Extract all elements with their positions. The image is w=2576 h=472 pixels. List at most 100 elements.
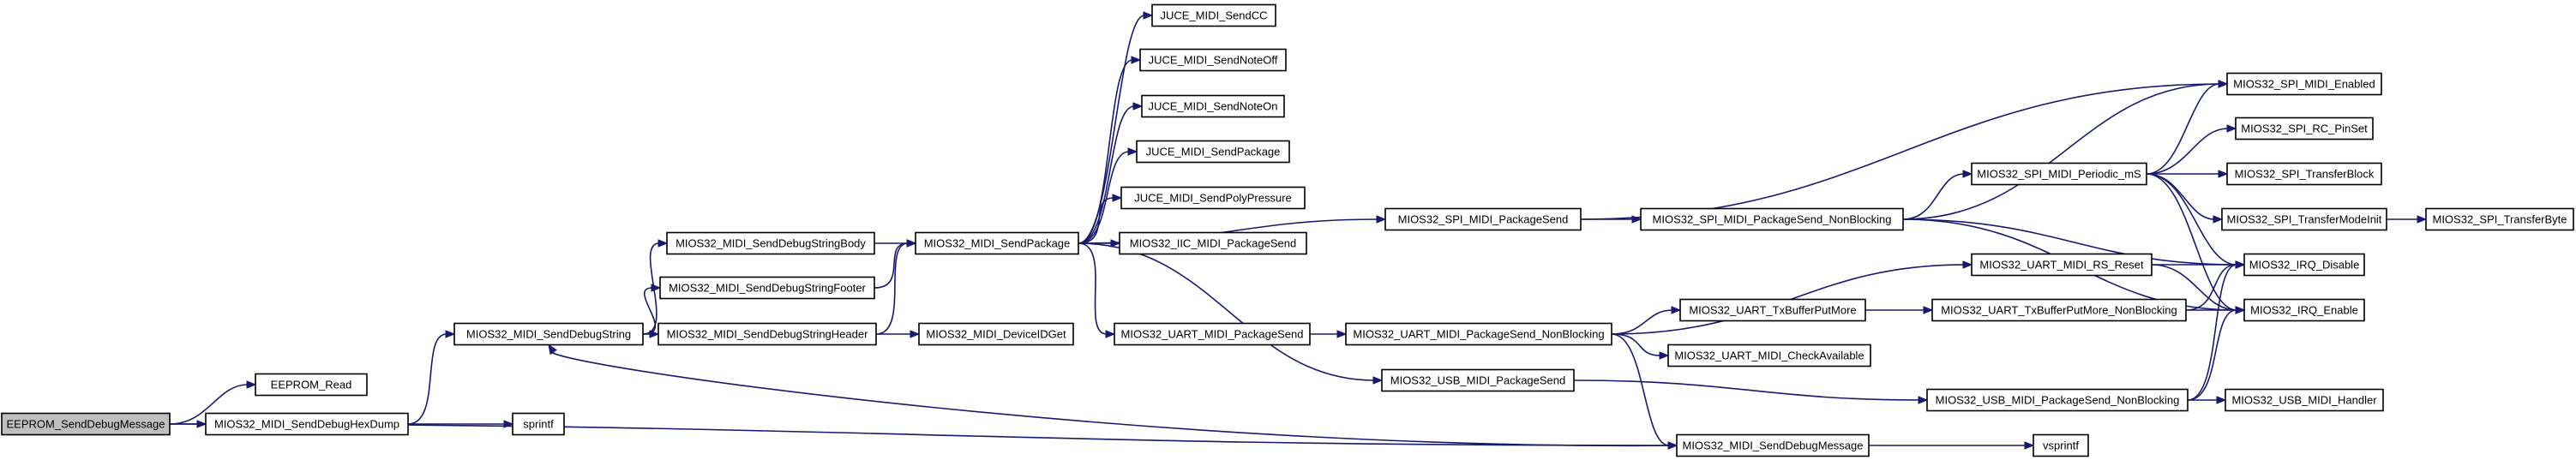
node-label: MIOS32_MIDI_SendDebugHexDump (214, 418, 399, 431)
node-irq-enable[interactable]: MIOS32_IRQ_Enable (2243, 298, 2365, 322)
node-senddebugmessage[interactable]: MIOS32_MIDI_SendDebugMessage (1676, 433, 1870, 457)
node-label: MIOS32_MIDI_SendPackage (924, 237, 1071, 250)
node-juce-sendcc[interactable]: JUCE_MIDI_SendCC (1151, 3, 1276, 27)
node-vsprintf[interactable]: vsprintf (2033, 433, 2089, 457)
node-uart-checkavailable[interactable]: MIOS32_UART_MIDI_CheckAvailable (1667, 344, 1871, 367)
node-box (2226, 162, 2382, 186)
edge-senddebugstringheader-to-sendpackage (875, 242, 909, 335)
node-deviceidget[interactable]: MIOS32_MIDI_DeviceIDGet (918, 322, 1074, 346)
node-uart-packagesend[interactable]: MIOS32_UART_MIDI_PackageSend (1114, 322, 1311, 346)
node-box (658, 322, 877, 346)
edge-senddebughexdump-to-senddebugstring (407, 333, 447, 425)
edge-spi-periodic-to-spi-enabled (2146, 83, 2220, 175)
node-spi-transfermodeinit[interactable]: MIOS32_SPI_TransferModeInit (2221, 207, 2387, 231)
arrowhead (1671, 306, 1682, 314)
node-juce-sendpolypressure[interactable]: JUCE_MIDI_SendPolyPressure (1120, 186, 1306, 210)
arrowhead (2226, 124, 2237, 133)
node-usb-handler[interactable]: MIOS32_USB_MIDI_Handler (2225, 388, 2384, 412)
node-label: MIOS32_MIDI_SendDebugStringHeader (667, 328, 869, 341)
node-uart-packagesend-nb[interactable]: MIOS32_UART_MIDI_PackageSend_NonBlocking (1345, 322, 1612, 346)
node-label: MIOS32_MIDI_DeviceIDGet (926, 328, 1066, 341)
node-spi-enabled[interactable]: MIOS32_SPI_MIDI_Enabled (2226, 72, 2382, 96)
node-spi-transferbyte[interactable]: MIOS32_SPI_TransferByte (2425, 207, 2574, 231)
node-box (1120, 186, 1306, 210)
node-juce-sendnoteon[interactable]: JUCE_MIDI_SendNoteOn (1141, 94, 1285, 118)
node-box (1114, 322, 1311, 346)
node-spi-periodic[interactable]: MIOS32_SPI_MIDI_Periodic_mS (1971, 162, 2147, 186)
node-label: sprintf (523, 418, 554, 431)
edge-sendpackage-to-juce-sendnoteon (1078, 105, 1135, 244)
edge-uart-rs-reset-to-irq-enable (2151, 264, 2237, 311)
edge-sendpackage-to-juce-sendcc (1078, 15, 1145, 244)
node-uart-rs-reset[interactable]: MIOS32_UART_MIDI_RS_Reset (1971, 253, 2153, 277)
node-label: MIOS32_USB_MIDI_PackageSend_NonBlocking (1936, 394, 2180, 407)
node-juce-sendpackage[interactable]: JUCE_MIDI_SendPackage (1136, 140, 1290, 164)
arrowhead (445, 330, 456, 338)
node-box (1926, 388, 2189, 412)
node-box (255, 373, 368, 397)
node-senddebugstringheader[interactable]: MIOS32_MIDI_SendDebugStringHeader (658, 322, 877, 346)
edge-usb-packagesend-nb-to-irq-enable (2187, 309, 2237, 401)
node-iic-packagesend[interactable]: MIOS32_IIC_MIDI_PackageSend (1119, 231, 1307, 255)
edge-sendpackage-to-juce-sendnoteoff (1078, 59, 1133, 244)
node-label: MIOS32_UART_MIDI_PackageSend_NonBlocking (1353, 328, 1604, 341)
node-senddebughexdump[interactable]: MIOS32_MIDI_SendDebugHexDump (205, 412, 409, 436)
node-box (1141, 94, 1285, 118)
node-label: MIOS32_IRQ_Enable (2250, 304, 2358, 317)
node-sendpackage[interactable]: MIOS32_MIDI_SendPackage (915, 231, 1079, 255)
edge-spi-periodic-to-irq-disable (2146, 173, 2237, 266)
node-box (2226, 72, 2382, 96)
arrowhead (1376, 215, 1387, 224)
arrowhead (1105, 330, 1116, 338)
node-uart-txbufferputmore-nb[interactable]: MIOS32_UART_TxBufferPutMore_NonBlocking (1931, 298, 2187, 322)
arrowhead (2218, 170, 2229, 178)
node-usb-packagesend[interactable]: MIOS32_USB_MIDI_PackageSend (1381, 368, 1575, 392)
edge-usb-packagesend-to-usb-packagesend-nb (1573, 379, 1920, 401)
arrowhead (1336, 330, 1348, 338)
node-irq-disable[interactable]: MIOS32_IRQ_Disable (2243, 253, 2365, 277)
node-spi-rc-pinset[interactable]: MIOS32_SPI_RC_PinSet (2235, 117, 2374, 140)
node-spi-transferblock[interactable]: MIOS32_SPI_TransferBlock (2226, 162, 2382, 186)
node-usb-packagesend-nb[interactable]: MIOS32_USB_MIDI_PackageSend_NonBlocking (1926, 388, 2189, 412)
arrowhead (2235, 260, 2246, 269)
node-uart-txbufferputmore[interactable]: MIOS32_UART_TxBufferPutMore (1679, 298, 1866, 322)
arrowhead (649, 330, 660, 338)
node-spi-packagesend[interactable]: MIOS32_SPI_MIDI_PackageSend (1384, 207, 1582, 231)
node-eeprom-senddebugmessage[interactable]: EEPROM_SendDebugMessage (1, 412, 171, 436)
node-label: JUCE_MIDI_SendNoteOn (1148, 100, 1277, 113)
node-senddebugstringbody[interactable]: MIOS32_MIDI_SendDebugStringBody (666, 231, 875, 255)
arrowhead (1631, 215, 1642, 224)
node-spi-packagesend-nb[interactable]: MIOS32_SPI_MIDI_PackageSend_NonBlocking (1640, 207, 1904, 231)
node-senddebugstringfooter[interactable]: MIOS32_MIDI_SendDebugStringFooter (659, 276, 875, 300)
edge-spi-periodic-to-irq-enable (2146, 173, 2237, 311)
node-box (1119, 231, 1307, 255)
arrowhead (1112, 194, 1123, 202)
arrowhead (2218, 80, 2229, 88)
edge-senddebugstringfooter-to-sendpackage (874, 242, 909, 289)
edge-sendpackage-to-juce-sendpackage (1078, 151, 1130, 244)
node-label: MIOS32_MIDI_SendDebugString (466, 328, 631, 341)
node-box (915, 231, 1079, 255)
node-label: MIOS32_SPI_TransferBlock (2235, 168, 2375, 181)
node-box (1139, 48, 1287, 72)
node-label: MIOS32_UART_TxBufferPutMore_NonBlocking (1941, 304, 2177, 317)
node-box (918, 322, 1074, 346)
arrowhead (1132, 102, 1144, 111)
edge-usb-packagesend-nb-to-irq-disable (2187, 264, 2237, 401)
node-senddebugstring[interactable]: MIOS32_MIDI_SendDebugString (453, 322, 644, 346)
edge-senddebugmessage-to-senddebugstring (551, 351, 1678, 447)
node-eeprom-read[interactable]: EEPROM_Read (255, 373, 368, 397)
edge-eeprom-senddebugmessage-to-senddebugmessage (169, 423, 1670, 446)
node-juce-sendnoteoff[interactable]: JUCE_MIDI_SendNoteOff (1139, 48, 1287, 72)
node-label: JUCE_MIDI_SendPolyPressure (1134, 192, 1292, 205)
arrowhead (658, 239, 669, 248)
edge-uart-packagesend-nb-to-senddebugmessage (1611, 333, 1670, 446)
arrowhead (651, 284, 662, 292)
node-box (1384, 207, 1582, 231)
arrowhead (1127, 147, 1138, 156)
arrowhead (1143, 11, 1154, 20)
node-sprintf[interactable]: sprintf (512, 412, 565, 436)
node-label: MIOS32_UART_MIDI_CheckAvailable (1674, 350, 1864, 362)
node-box (1381, 368, 1575, 392)
arrowhead (2417, 215, 2428, 224)
